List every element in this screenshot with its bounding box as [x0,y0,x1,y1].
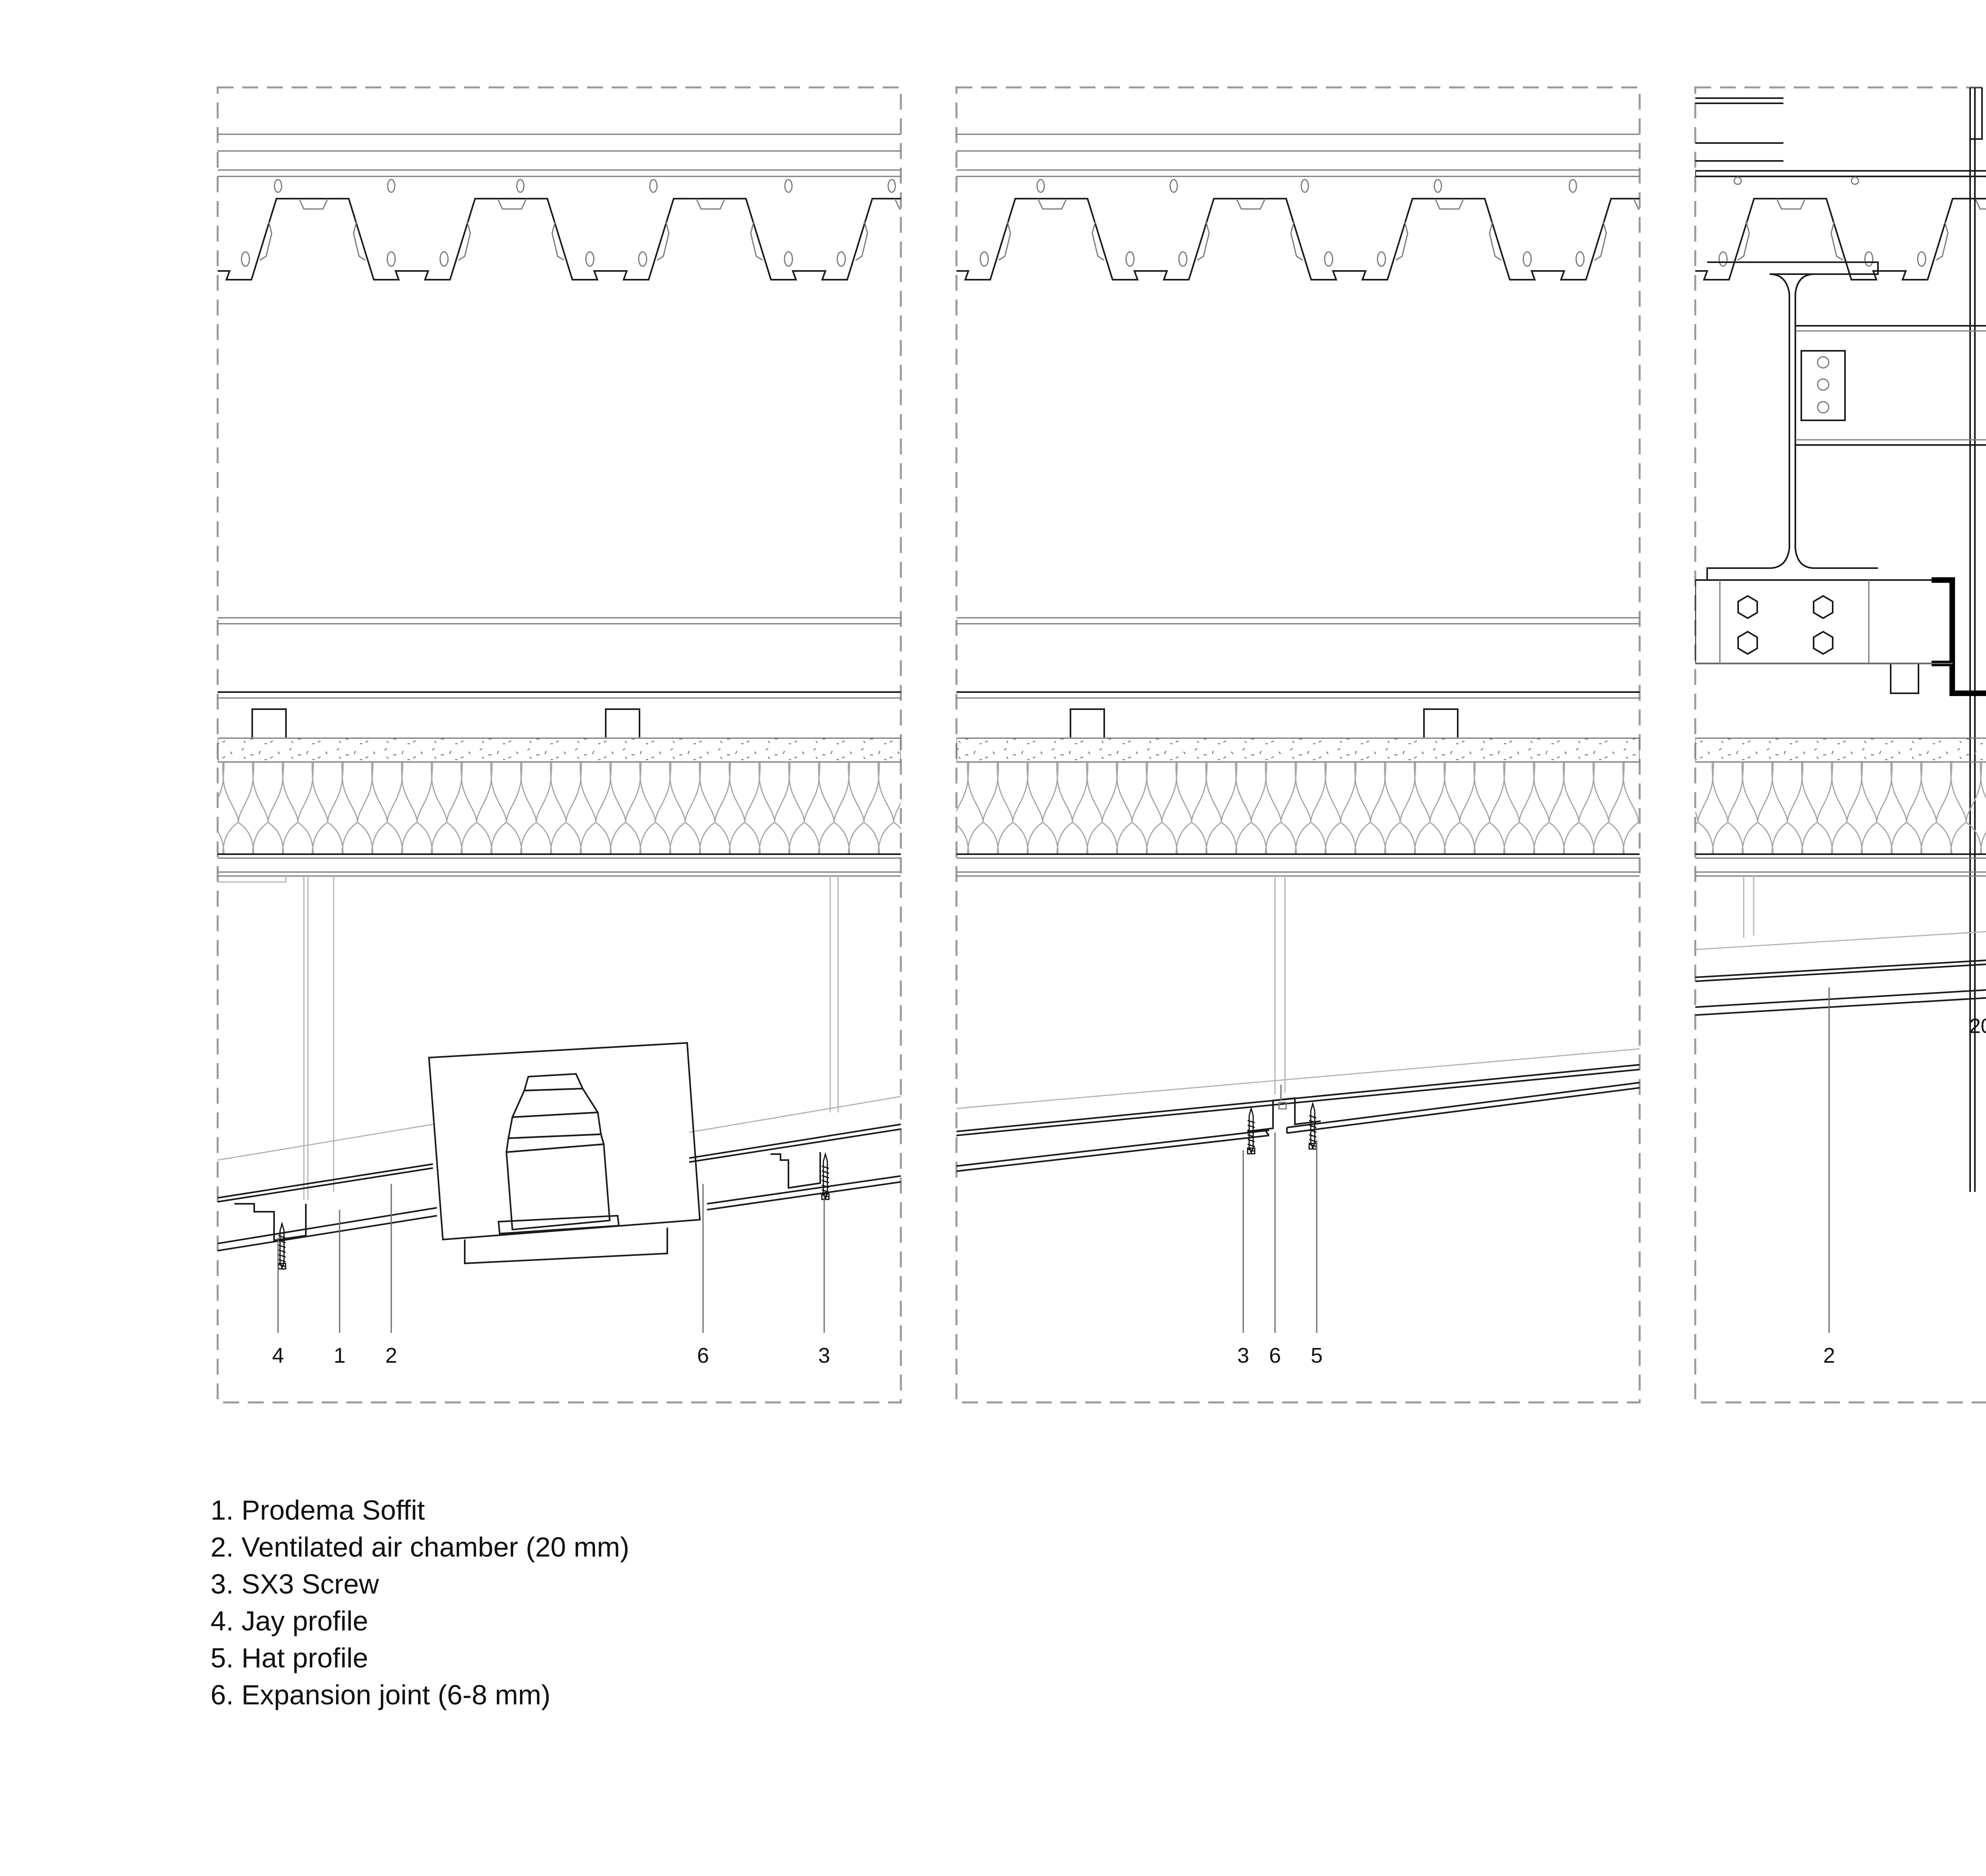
callout-6: 6 [1269,1344,1281,1367]
concrete-layer [956,737,1640,763]
legend-item-3: 3. SX3 Screw [211,1568,379,1599]
bolted-connection [1695,325,1986,694]
legend-item-6: 6. Expansion joint (6-8 mm) [211,1679,551,1710]
callout-6: 6 [697,1344,709,1367]
legend-item-2: 2. Ventilated air chamber (20 mm) [211,1532,629,1563]
callout-2: 2 [1823,1344,1835,1367]
legend-item-5: 5. Hat profile [211,1642,368,1673]
callout-4: 4 [272,1344,284,1367]
callout-3: 3 [1237,1344,1249,1367]
profiled-steel-deck [956,198,1640,280]
perimeter-channel [1932,577,1986,696]
prodema-soffit-joint [956,1064,1640,1172]
callout-2: 2 [385,1344,397,1367]
legend: 1. Prodema Soffit 2. Ventilated air cham… [211,1495,629,1710]
callouts-panel-2: 3 6 5 [1237,1085,1323,1367]
prodema-soffit-left [218,1163,437,1270]
profiled-steel-deck [1893,198,1986,280]
profiled-steel-deck [218,198,901,280]
insulation-layer [218,763,901,854]
concrete-layer [1695,737,1986,763]
callouts-panel-1: 4 1 2 6 3 [272,1184,830,1367]
callout-3: 3 [818,1344,830,1367]
legend-item-1: 1. Prodema Soffit [211,1495,425,1526]
insulation-layer [956,763,1640,854]
prodema-soffit-right [689,1124,901,1211]
detail-panel-1: 4 1 2 6 3 [216,86,902,1404]
hat-profile [1247,1097,1321,1132]
callouts-panel-3: 2 3 6 [1823,987,1835,1367]
steel-i-beam [1706,261,1879,581]
callout-5: 5 [1311,1344,1323,1367]
vent-penetration [428,1042,701,1265]
legend-item-4: 4. Jay profile [211,1605,368,1636]
callout-1: 1 [334,1344,346,1367]
detail-panel-2: 3 6 5 [955,86,1641,1404]
concrete-layer [218,737,901,763]
prodema-soffit-edge [1695,931,1986,1016]
insulation-layer [1695,763,1986,854]
